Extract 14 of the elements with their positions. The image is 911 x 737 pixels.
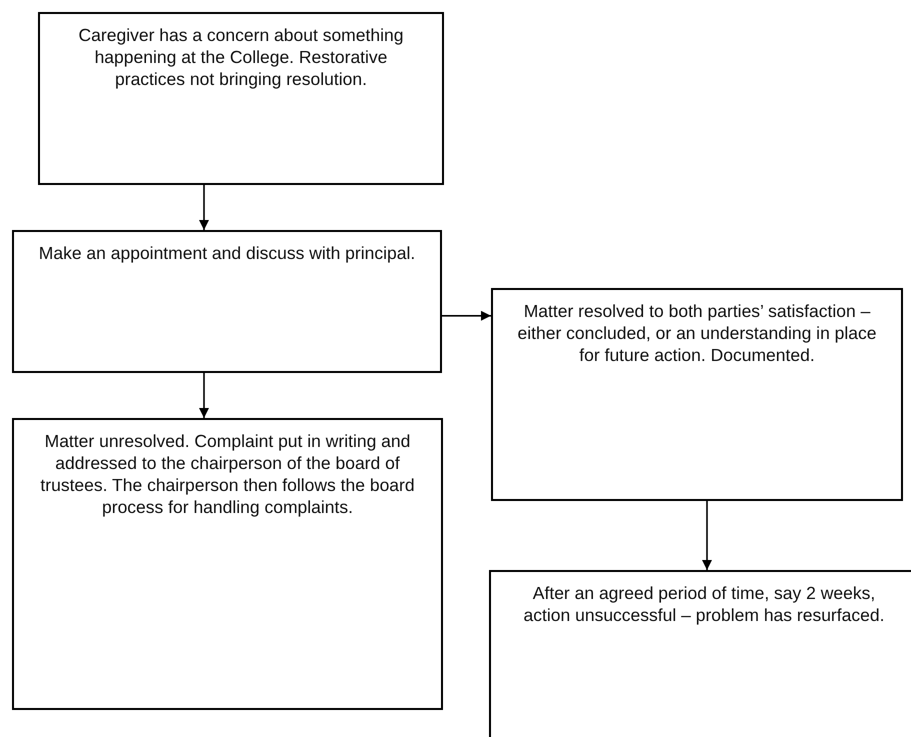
step-text: After an agreed period of time, say 2 weeks, action unsuccessful – problem has resurfaced. [522, 582, 886, 626]
step-text: Caregiver has a concern about something happening at the College. Restorative practices not bringing resolution. [78, 24, 404, 90]
process-box [12, 418, 443, 710]
step-text: Make an appointment and discuss with principal. [38, 242, 416, 264]
process-box [489, 570, 911, 737]
process-box [12, 230, 442, 373]
arrow [702, 501, 712, 570]
arrow [442, 310, 491, 321]
step-text: Matter resolved to both parties’ satisfaction – either concluded, or an understanding in place for future action. Documented. [516, 300, 878, 366]
process-box [491, 288, 903, 501]
process-box [38, 12, 444, 185]
arrow [199, 373, 209, 418]
step-text: Matter unresolved. Complaint put in writing and addressed to the chairperson of the board of trustees. The chairperson then follows the board process for handling complaints. [39, 430, 416, 518]
arrow [199, 185, 209, 230]
